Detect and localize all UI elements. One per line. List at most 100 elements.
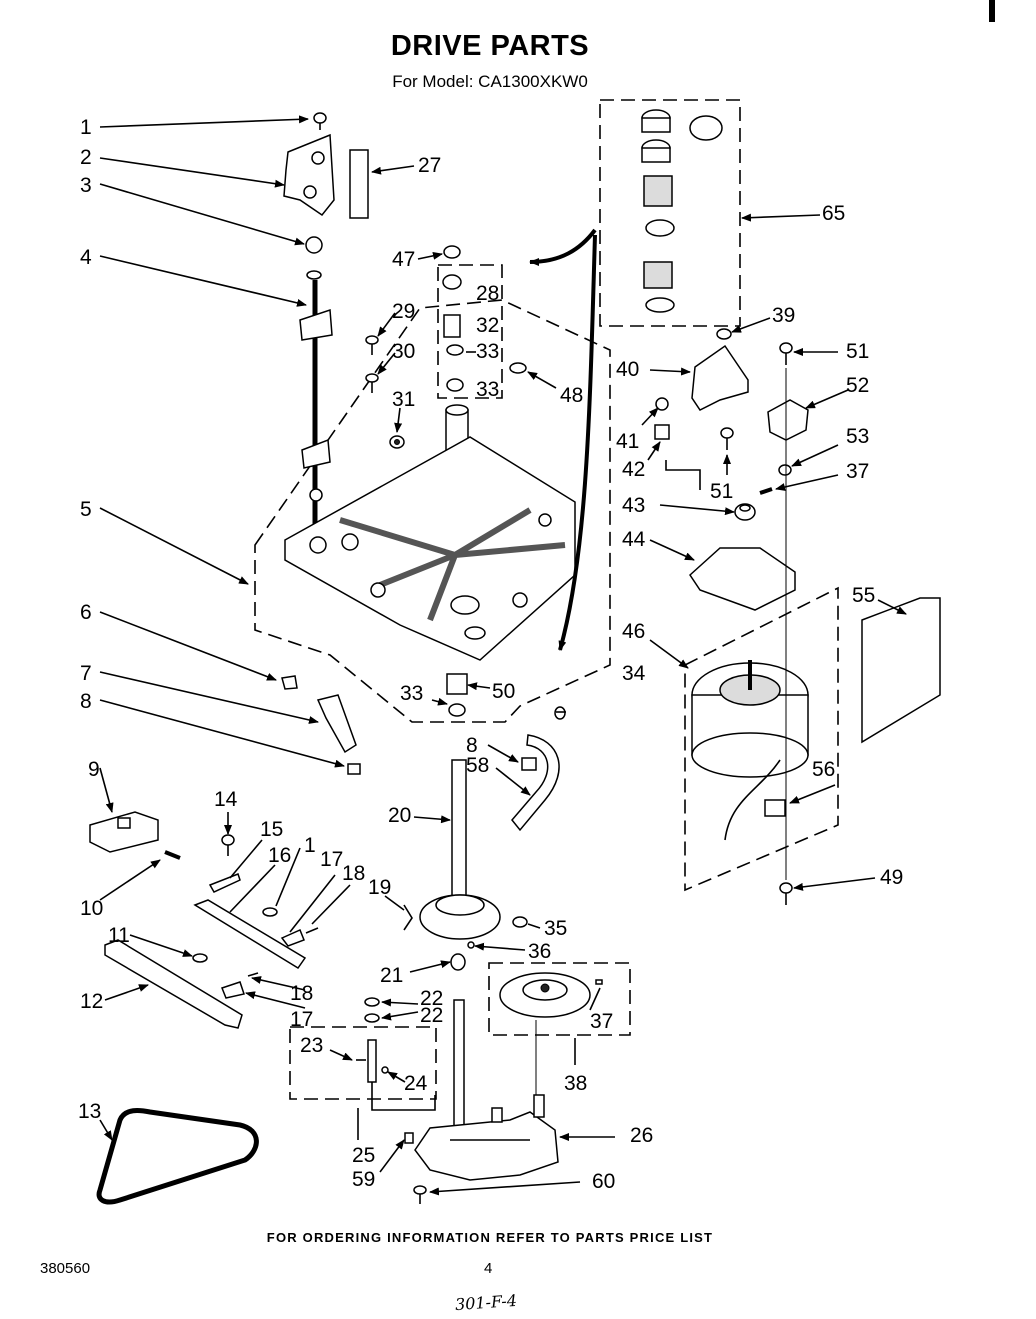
- callout-56: 56: [812, 758, 835, 781]
- part-21-bearing: [450, 953, 466, 971]
- part-4-rod: [299, 280, 333, 540]
- callout-6: 6: [80, 601, 92, 624]
- callout-38: 38: [564, 1072, 587, 1095]
- page-title: DRIVE PARTS: [390, 30, 590, 62]
- callout-4: 4: [80, 246, 92, 269]
- callout-35: 35: [544, 917, 567, 940]
- document-number: 380560: [40, 1260, 91, 1277]
- callout-65: 65: [822, 202, 845, 225]
- callout-1-b: 1: [304, 834, 316, 857]
- part-30-screw: [365, 373, 379, 393]
- part-clutch-assembly: [419, 894, 501, 940]
- part-box-shaft: [367, 1039, 377, 1083]
- callout-7: 7: [80, 662, 92, 685]
- part-24-pin: [381, 1066, 389, 1074]
- callout-53: 53: [846, 425, 869, 448]
- part-51-screw: [779, 342, 793, 365]
- part-20-spin-tube: [451, 759, 467, 901]
- callout-34: 34: [622, 662, 646, 685]
- part-43-grommet: [734, 503, 756, 521]
- callout-26: 26: [630, 1124, 653, 1147]
- callout-22: 22: [420, 987, 443, 1010]
- part-drive-shaft: [453, 999, 465, 1131]
- callout-16: 16: [268, 844, 291, 867]
- part-38-pulley: [499, 972, 591, 1018]
- callout-37-b: 37: [846, 460, 869, 483]
- callout-37: 37: [590, 1010, 613, 1033]
- part-22-washer-2: [364, 1013, 380, 1023]
- flow-arrow-top: [529, 228, 597, 266]
- part-17-clip-2: [221, 981, 245, 999]
- part-28-bearing: [442, 274, 462, 290]
- callout-10: 10: [80, 897, 103, 920]
- callout-25: 25: [352, 1144, 375, 1167]
- part-26-transmission: [414, 1094, 559, 1181]
- callout-59: 59: [352, 1168, 375, 1191]
- callout-43: 43: [622, 494, 645, 517]
- part-8-nut-2: [521, 757, 537, 771]
- group-38-pulley-outline: [488, 962, 631, 1036]
- group-25-outline: [289, 1026, 437, 1100]
- part-37-screw: [759, 487, 773, 495]
- part-22-washer: [364, 997, 380, 1007]
- callout-18: 18: [342, 862, 365, 885]
- part-65-kit: [641, 109, 723, 313]
- part-55-shield: [861, 597, 941, 744]
- callout-2: 2: [80, 146, 92, 169]
- callout-17: 17: [320, 848, 343, 871]
- callout-29: 29: [392, 300, 415, 323]
- part-52-bracket: [767, 399, 809, 441]
- part-5-base-plate: [284, 436, 576, 661]
- callout-12: 12: [80, 990, 103, 1013]
- part-60-screw: [413, 1185, 427, 1204]
- callout-27: 27: [418, 154, 441, 177]
- callout-52: 52: [846, 374, 869, 397]
- group-5-base-outline: [254, 299, 611, 723]
- page-number: 4: [484, 1260, 493, 1277]
- callout-49: 49: [880, 866, 903, 889]
- part-35-nut: [512, 916, 528, 928]
- part-51-screw-2: [720, 427, 734, 450]
- group-28-33-outline: [437, 264, 503, 399]
- leader-lines: [99, 115, 907, 1196]
- part-53-nut: [778, 464, 792, 476]
- callout-1: 1: [80, 116, 92, 139]
- part-18-screw: [305, 927, 319, 934]
- part-34-clip: [554, 706, 566, 720]
- callout-32: 32: [476, 314, 499, 337]
- part-44-motor-bracket: [689, 547, 796, 611]
- part-59-plug: [404, 1132, 414, 1144]
- part-14-screw: [221, 834, 235, 856]
- callout-40: 40: [616, 358, 639, 381]
- part-19-spring: [403, 904, 413, 931]
- part-1-screw: [313, 112, 327, 130]
- part-32-sleeve: [443, 314, 461, 338]
- part-49-screw: [779, 882, 793, 905]
- part-36-ball: [467, 941, 475, 949]
- part-33-washer-3: [448, 703, 466, 717]
- part-40-bracket: [691, 344, 749, 411]
- callout-60: 60: [592, 1170, 615, 1193]
- part-9-bracket: [89, 811, 159, 853]
- callout-14: 14: [214, 788, 238, 811]
- part-31-nut: [389, 435, 405, 449]
- callout-58: 58: [466, 754, 489, 777]
- part-50-sleeve: [446, 673, 468, 695]
- group-25-connector: [371, 1080, 436, 1111]
- part-12-lever: [104, 939, 243, 1029]
- group-46-motor-outline: [684, 586, 839, 892]
- callout-36: 36: [528, 940, 551, 963]
- callout-9: 9: [88, 758, 100, 781]
- callout-15: 15: [260, 818, 283, 841]
- callout-44: 44: [622, 528, 646, 551]
- callout-22-b: 22: [420, 1004, 443, 1027]
- callout-46: 46: [622, 620, 645, 643]
- part-33-washer: [446, 344, 464, 356]
- callout-51-b: 51: [710, 480, 733, 503]
- callout-51: 51: [846, 340, 869, 363]
- part-46-motor: [691, 660, 809, 841]
- part-15-clip: [208, 873, 241, 893]
- callout-21: 21: [380, 964, 403, 987]
- callout-11: 11: [108, 924, 130, 947]
- callout-8: 8: [80, 690, 92, 713]
